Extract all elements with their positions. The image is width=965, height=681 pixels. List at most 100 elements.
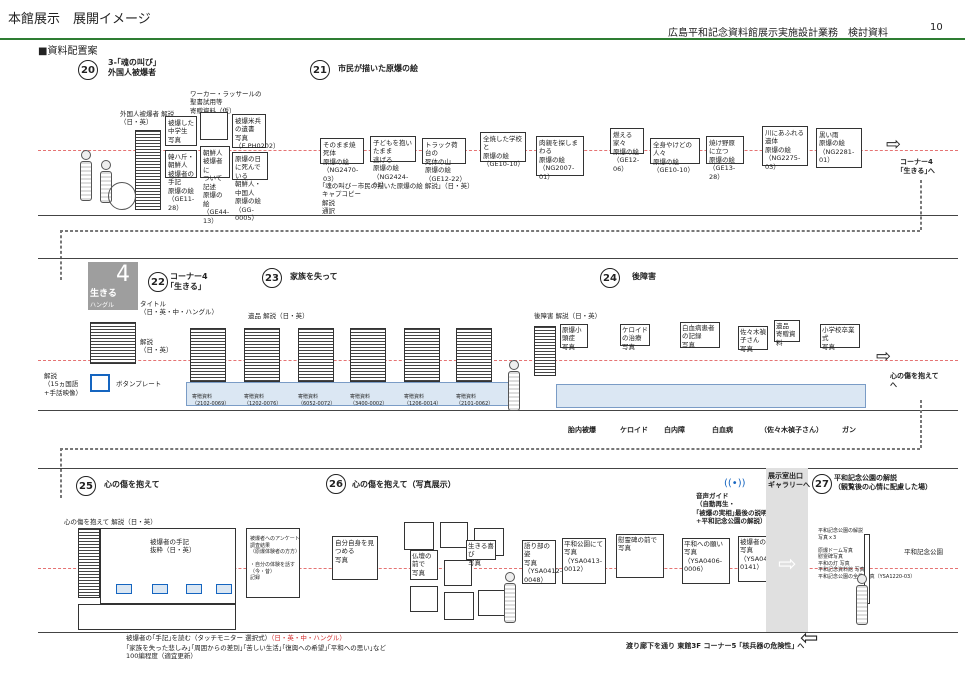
family-panel-6: [456, 328, 492, 382]
photo-frame-1: [404, 522, 434, 550]
photo-frame-2: [440, 522, 468, 548]
corner4-logo: [88, 262, 138, 310]
touch-monitor-lang: （日・英・中・ハングル）: [271, 634, 346, 642]
route-connector-2: [60, 448, 920, 450]
wheelchair-icon: [108, 182, 136, 210]
corner4-title-label: タイトル （日・英・中・ハングル）: [140, 300, 218, 317]
row3-eyeline: [38, 568, 958, 569]
audio-guide-label: 音声ガイド （自動再生・ ｢被爆の実相｣最後の説明 +平和記念公園の解説）: [696, 492, 768, 526]
route-connector-1: [60, 230, 920, 232]
painting-4: 全焼した学校と 原爆の絵 （GE10-10）: [480, 132, 526, 168]
foreign-panel: [135, 130, 161, 210]
corner-21-badge: 21: [310, 60, 330, 80]
after-item-3: 白血病患者の記録 写真: [680, 322, 720, 349]
questionnaire-panel: [246, 528, 300, 598]
exhibit-20-5: 原爆の日に死んでいる 朝鮮人・中国人 原爆の絵 （GG-0005）: [232, 152, 268, 222]
corner-22-title: コーナー4 ｢生きる｣: [170, 272, 208, 292]
corner4-logo-number: 4: [116, 262, 130, 287]
gallery-exit-area: [766, 468, 808, 632]
family-panel-label: 遺品 解説（日・英）: [248, 312, 309, 320]
photo-caption-3: 生きる喜び 写真: [466, 540, 496, 567]
photo-caption-5: 平和公園にて 写真 （YSA0413-0012）: [562, 538, 606, 584]
photo-caption-2: 仏壇の前で 写真: [410, 550, 438, 580]
photo-frame-6: [444, 592, 474, 620]
touch-monitor-label: 被爆者の｢手記｣を読む（タッチモニター 選択式）（日・英・中・ハングル）: [126, 634, 346, 642]
corner-26-badge: 26: [326, 474, 346, 494]
questionnaire-label: 被爆者へのアンケート 調査結果 （原爆体験者の方方） ・自分の体験を話す （今・…: [250, 536, 301, 581]
painting-1: そのまま焼死体 原爆の絵 （NG2470-03）: [320, 138, 364, 183]
corner-24-badge: 24: [600, 268, 620, 288]
family-panel-5: [404, 328, 440, 382]
photo-frame-4: [444, 560, 472, 586]
painting-8: 焼け野原に立つ 原爆の絵 （GE13-28）: [706, 136, 744, 181]
after-item-2: ケロイドの治療 写真: [620, 324, 650, 351]
after-label-cancer: ガン: [842, 426, 856, 434]
page-number: 10: [930, 22, 943, 33]
row2-floor: [38, 410, 958, 411]
corner4-panel: [90, 322, 136, 364]
route-connector-2b: [60, 448, 62, 498]
family-item-4: 寄贈資料 （3400-0002）: [350, 394, 388, 407]
notes-base: [78, 604, 236, 630]
gallery-exit-label: 展示室出口 ギャラリーへ: [768, 472, 810, 490]
corner4-hangul: ハングル: [90, 302, 115, 309]
after-label-keloid: ケロイド: [620, 426, 648, 434]
park-notes: 平和記念公園の解説 写真ｘ3 原爆ドーム写真 慰霊碑写真 平和の灯 写真 平和記…: [818, 528, 916, 580]
multilang-label: 解説 （15ヵ国語 +手話映像）: [44, 372, 82, 397]
painting-6: 燃える家々 原爆の絵 （GE12-06）: [610, 128, 644, 173]
touch-monitor-1: [116, 584, 132, 594]
corner-21-title: 市民が描いた原爆の絵: [338, 64, 418, 73]
section-heading: ■資料配置案: [38, 46, 98, 57]
next-arrow-row1: ⇨: [886, 134, 902, 155]
touch-topics: ｢家族を失った悲しみ｣｢周囲からの差別｣｢苦しい生活｣｢復興への希望｣｢平和への…: [126, 644, 386, 661]
exhibit-20-1: 被爆した中学生 写真: [165, 116, 197, 146]
corner-27-title: 平和記念公園の解説 （観覧後の心情に配慮した場）: [834, 474, 932, 492]
after-item-5: 遺品 寄贈資料: [774, 320, 800, 347]
row1-floor: [38, 215, 958, 216]
park-label: 平和記念公園: [904, 548, 943, 556]
wolcker-label: ワーカー・ラッサールの 聖書試用等 寄贈資料（仮）: [190, 90, 262, 115]
after-item-4: 佐々木禎子さん 写真: [738, 326, 768, 353]
after-effects-panel: [534, 326, 556, 376]
header-divider: [0, 38, 965, 40]
family-panel-3: [298, 328, 334, 382]
button-plate-label: ボタンプレート: [116, 380, 162, 388]
after-item-6: 小学校卒業式 写真: [820, 324, 860, 351]
photo-frame-5: [410, 586, 438, 612]
touch-monitor-3: [186, 584, 202, 594]
foreign-panel-label: 外国人被爆者 解説 （日・英）: [120, 110, 175, 127]
family-panel-1: [190, 328, 226, 382]
family-showcase: [186, 382, 516, 406]
family-item-2: 寄贈資料 （1202-0076）: [244, 394, 282, 407]
corner-26-title: 心の傷を抱えて（写真展示）: [352, 480, 456, 489]
page-title: 本館展示 展開イメージ: [8, 12, 151, 27]
corner-21-caption: ｢魂の叫び－市民の描いた原爆の絵 解説｣（日・英） キャプコピー 解説 通訳: [322, 182, 474, 216]
after-label-leukemia: 白血病: [712, 426, 733, 434]
corner4-logo-text: 生きる: [90, 289, 117, 299]
exhibit-20-3: 韓ハ斤・朝鮮人 被爆者の手記 原爆の絵 （GE11-28）: [165, 150, 197, 212]
after-label-cataract: 白内障: [664, 426, 685, 434]
family-panel-2: [244, 328, 280, 382]
notes-label: 被爆者の手記 抜粋（日・英）: [150, 538, 196, 555]
after-label-sadako: （佐々木禎子さん）: [760, 426, 823, 434]
corner4-kaisetsu-label: 解説 （日・英）: [140, 338, 173, 355]
corner-23-title: 家族を失って: [290, 272, 338, 281]
corner-27-badge: 27: [812, 474, 832, 494]
family-item-1: 寄贈資料 （2102-0069）: [192, 394, 230, 407]
photo-caption-6: 慰霊碑の前で 写真: [616, 534, 664, 578]
footer-route-label: 渡り廊下を通り 東館3F コーナー5 ｢核兵器の危険性｣ へ: [626, 642, 805, 650]
painting-10: 黒い雨 原爆の絵 （NG2281-01）: [816, 128, 862, 168]
after-label-fetal: 胎内被爆: [568, 426, 596, 434]
visitor-figure-1: [76, 150, 96, 206]
next-corner4-label: コーナー4 ｢生きる｣へ: [900, 158, 935, 176]
footer-arrow: ⇦: [800, 626, 819, 651]
exit-arrow: ⇨: [778, 552, 797, 577]
corner-25-title: 心の傷を抱えて: [104, 480, 160, 489]
touch-monitor-text: 被爆者の｢手記｣を読む（タッチモニター 選択式）: [126, 634, 272, 642]
painting-3: トラック荷台の 死体の山 原爆の絵 （GE12-22）: [422, 138, 466, 183]
corner-20-title: 3-｢魂の叫び｣ 外国人被爆者: [108, 58, 157, 78]
route-connector-2c: [920, 400, 922, 448]
next-arrow-row2: ⇨: [876, 346, 892, 367]
family-item-6: 寄贈資料 （2101-0062）: [456, 394, 494, 407]
exhibit-20-4: 朝鮮人被爆者に ついて記述 原爆の絵 （GE44-13）: [200, 146, 230, 225]
